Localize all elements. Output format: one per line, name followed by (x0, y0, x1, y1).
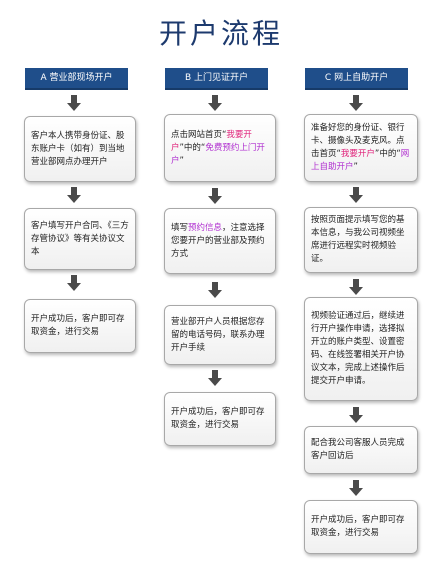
arrow-down-icon (67, 187, 81, 203)
column-a-step-1-text: 客户本人携带身份证、股东账户卡（如有）到当地营业部网点办理开户 (31, 130, 125, 167)
arrow-down-icon (349, 95, 363, 111)
column-a-step-1: 客户本人携带身份证、股东账户卡（如有）到当地营业部网点办理开户 (24, 116, 136, 182)
step-text: ”中的“ (374, 149, 401, 159)
column-a-step-3-text: 开户成功后，客户即可存取资金，进行交易 (31, 314, 125, 337)
column-c-step-4-text: 配合我公司客服人员完成客户回访后 (311, 438, 405, 461)
column-a-step-2-text: 客户填写开户合同、《三方存管协议》等有关协议文本 (31, 220, 129, 257)
column-b-step-1-text: 点击网站首页“我要开户”中的“免费预约上门开户” (171, 129, 269, 168)
arrow-down-icon (349, 480, 363, 496)
column-b-step-4-text: 开户成功后，客户即可存取资金，进行交易 (171, 407, 265, 430)
column-c-step-4: 配合我公司客服人员完成客户回访后 (304, 426, 418, 474)
link-appointment-info[interactable]: 预约信息 (188, 222, 223, 233)
link-onsite-appointment[interactable]: 免费预约上门开户 (171, 142, 265, 166)
arrow-down-icon (208, 370, 222, 386)
page-title: 开户流程 (158, 17, 283, 50)
column-b-step-3: 营业部开户人员根据您存留的电话号码，联系办理开户手续 (164, 305, 276, 365)
column-c-step-2: 按照页面提示填写您的基本信息，与我公司视频坐席进行远程实时视频验证。 (304, 207, 418, 273)
arrow-down-icon (67, 275, 81, 291)
column-c-step-2-text: 按照页面提示填写您的基本信息，与我公司视频坐席进行远程实时视频验证。 (311, 215, 405, 264)
step-text: 点击网站首页“ (171, 129, 227, 140)
column-a-step-2: 客户填写开户合同、《三方存管协议》等有关协议文本 (24, 208, 136, 270)
link-open-account[interactable]: 我要开户 (171, 129, 252, 153)
step-text: ” (179, 155, 184, 166)
column-c-step-5: 开户成功后，客户即可存取资金，进行交易 (304, 500, 418, 554)
arrow-down-icon (349, 407, 363, 423)
column-a-step-3: 开户成功后，客户即可存取资金，进行交易 (24, 299, 136, 353)
step-text: ”中的“ (179, 142, 206, 153)
column-b-step-4: 开户成功后，客户即可存取资金，进行交易 (164, 392, 276, 446)
column-c-step-3: 视频验证通过后，继续进行开户操作申请，选择拟开立的账户类型、设置密码、在线签署相… (304, 297, 418, 401)
column-a-header: A 营业部现场开户 (25, 68, 128, 90)
column-b-step-3-text: 营业部开户人员根据您存留的电话号码，联系办理开户手续 (171, 316, 265, 353)
step-text: 填写 (171, 222, 189, 233)
column-c-step-1-text: 准备好您的身份证、银行卡、摄像头及麦克风。点击首页“我要开户”中的“网上自助开户… (311, 122, 411, 174)
arrow-down-icon (208, 282, 222, 298)
column-b-header: B 上门见证开户 (165, 68, 268, 90)
arrow-down-icon (349, 187, 363, 203)
column-b-step-2: 填写预约信息，注意选择您要开户的营业部及预约方式 (164, 208, 276, 274)
arrow-down-icon (349, 279, 363, 295)
column-c-header: C 网上自助开户 (305, 68, 408, 90)
column-c-step-1: 准备好您的身份证、银行卡、摄像头及麦克风。点击首页“我要开户”中的“网上自助开户… (304, 114, 418, 182)
arrow-down-icon (208, 188, 222, 204)
arrow-down-icon (208, 95, 222, 111)
column-c-step-3-text: 视频验证通过后，继续进行开户操作申请，选择拟开立的账户类型、设置密码、在线签署相… (311, 311, 405, 386)
arrow-down-icon (67, 95, 81, 111)
link-online-self-service[interactable]: 网上自助开户 (311, 149, 410, 172)
step-text: 准备好您的身份证、银行卡、摄像头及麦克风。点击首页“ (311, 123, 405, 159)
step-text: ，注意选择您要开户的营业部及预约方式 (171, 222, 265, 259)
column-b-step-1: 点击网站首页“我要开户”中的“免费预约上门开户” (164, 114, 276, 182)
step-text: ” (353, 162, 358, 172)
column-c-step-5-text: 开户成功后，客户即可存取资金，进行交易 (311, 515, 405, 538)
link-open-account[interactable]: 我要开户 (340, 149, 375, 159)
column-b-step-2-text: 填写预约信息，注意选择您要开户的营业部及预约方式 (171, 222, 269, 261)
